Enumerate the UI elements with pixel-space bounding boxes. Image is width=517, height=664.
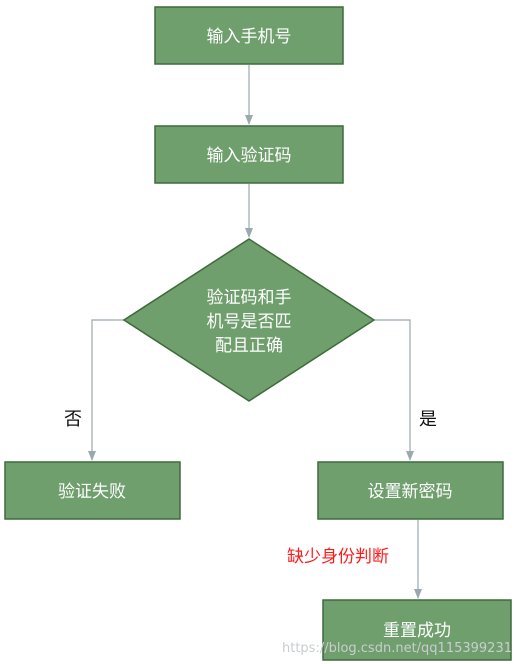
connectors [88, 65, 422, 599]
node-set-password-label: 设置新密码 [368, 482, 453, 502]
node-check-label-line2: 机号是否匹 [207, 312, 292, 332]
node-reset-success-box [322, 599, 512, 661]
node-check-label-line1: 验证码和手 [207, 288, 292, 308]
watermark: https://blog.csdn.net/qq115399231 [282, 641, 512, 656]
node-enter-phone-label: 输入手机号 [207, 27, 292, 47]
annotation-missing-identity-check: 缺少身份判断 [287, 547, 389, 567]
node-reset-success: 重置成功 [322, 599, 512, 661]
arrow-check-to-password [374, 319, 414, 461]
node-check-label-line3: 配且正确 [215, 336, 283, 356]
node-enter-code-label: 输入验证码 [207, 146, 292, 166]
node-check-decision: 验证码和手 机号是否匹 配且正确 [122, 238, 376, 402]
node-verify-failed-label: 验证失败 [58, 482, 126, 502]
node-verify-failed: 验证失败 [4, 461, 181, 520]
arrow-check-to-failed [88, 319, 124, 461]
edge-label-no: 否 [64, 409, 82, 430]
node-enter-code-box [154, 125, 344, 184]
node-verify-failed-box [4, 461, 181, 520]
node-reset-success-label: 重置成功 [383, 621, 451, 641]
node-check-diamond [122, 238, 376, 402]
node-enter-phone-box [154, 6, 344, 65]
node-enter-code: 输入验证码 [154, 125, 344, 184]
node-enter-phone: 输入手机号 [154, 6, 344, 65]
node-set-password: 设置新密码 [317, 461, 504, 520]
edge-label-yes: 是 [419, 409, 437, 430]
node-set-password-box [317, 461, 504, 520]
